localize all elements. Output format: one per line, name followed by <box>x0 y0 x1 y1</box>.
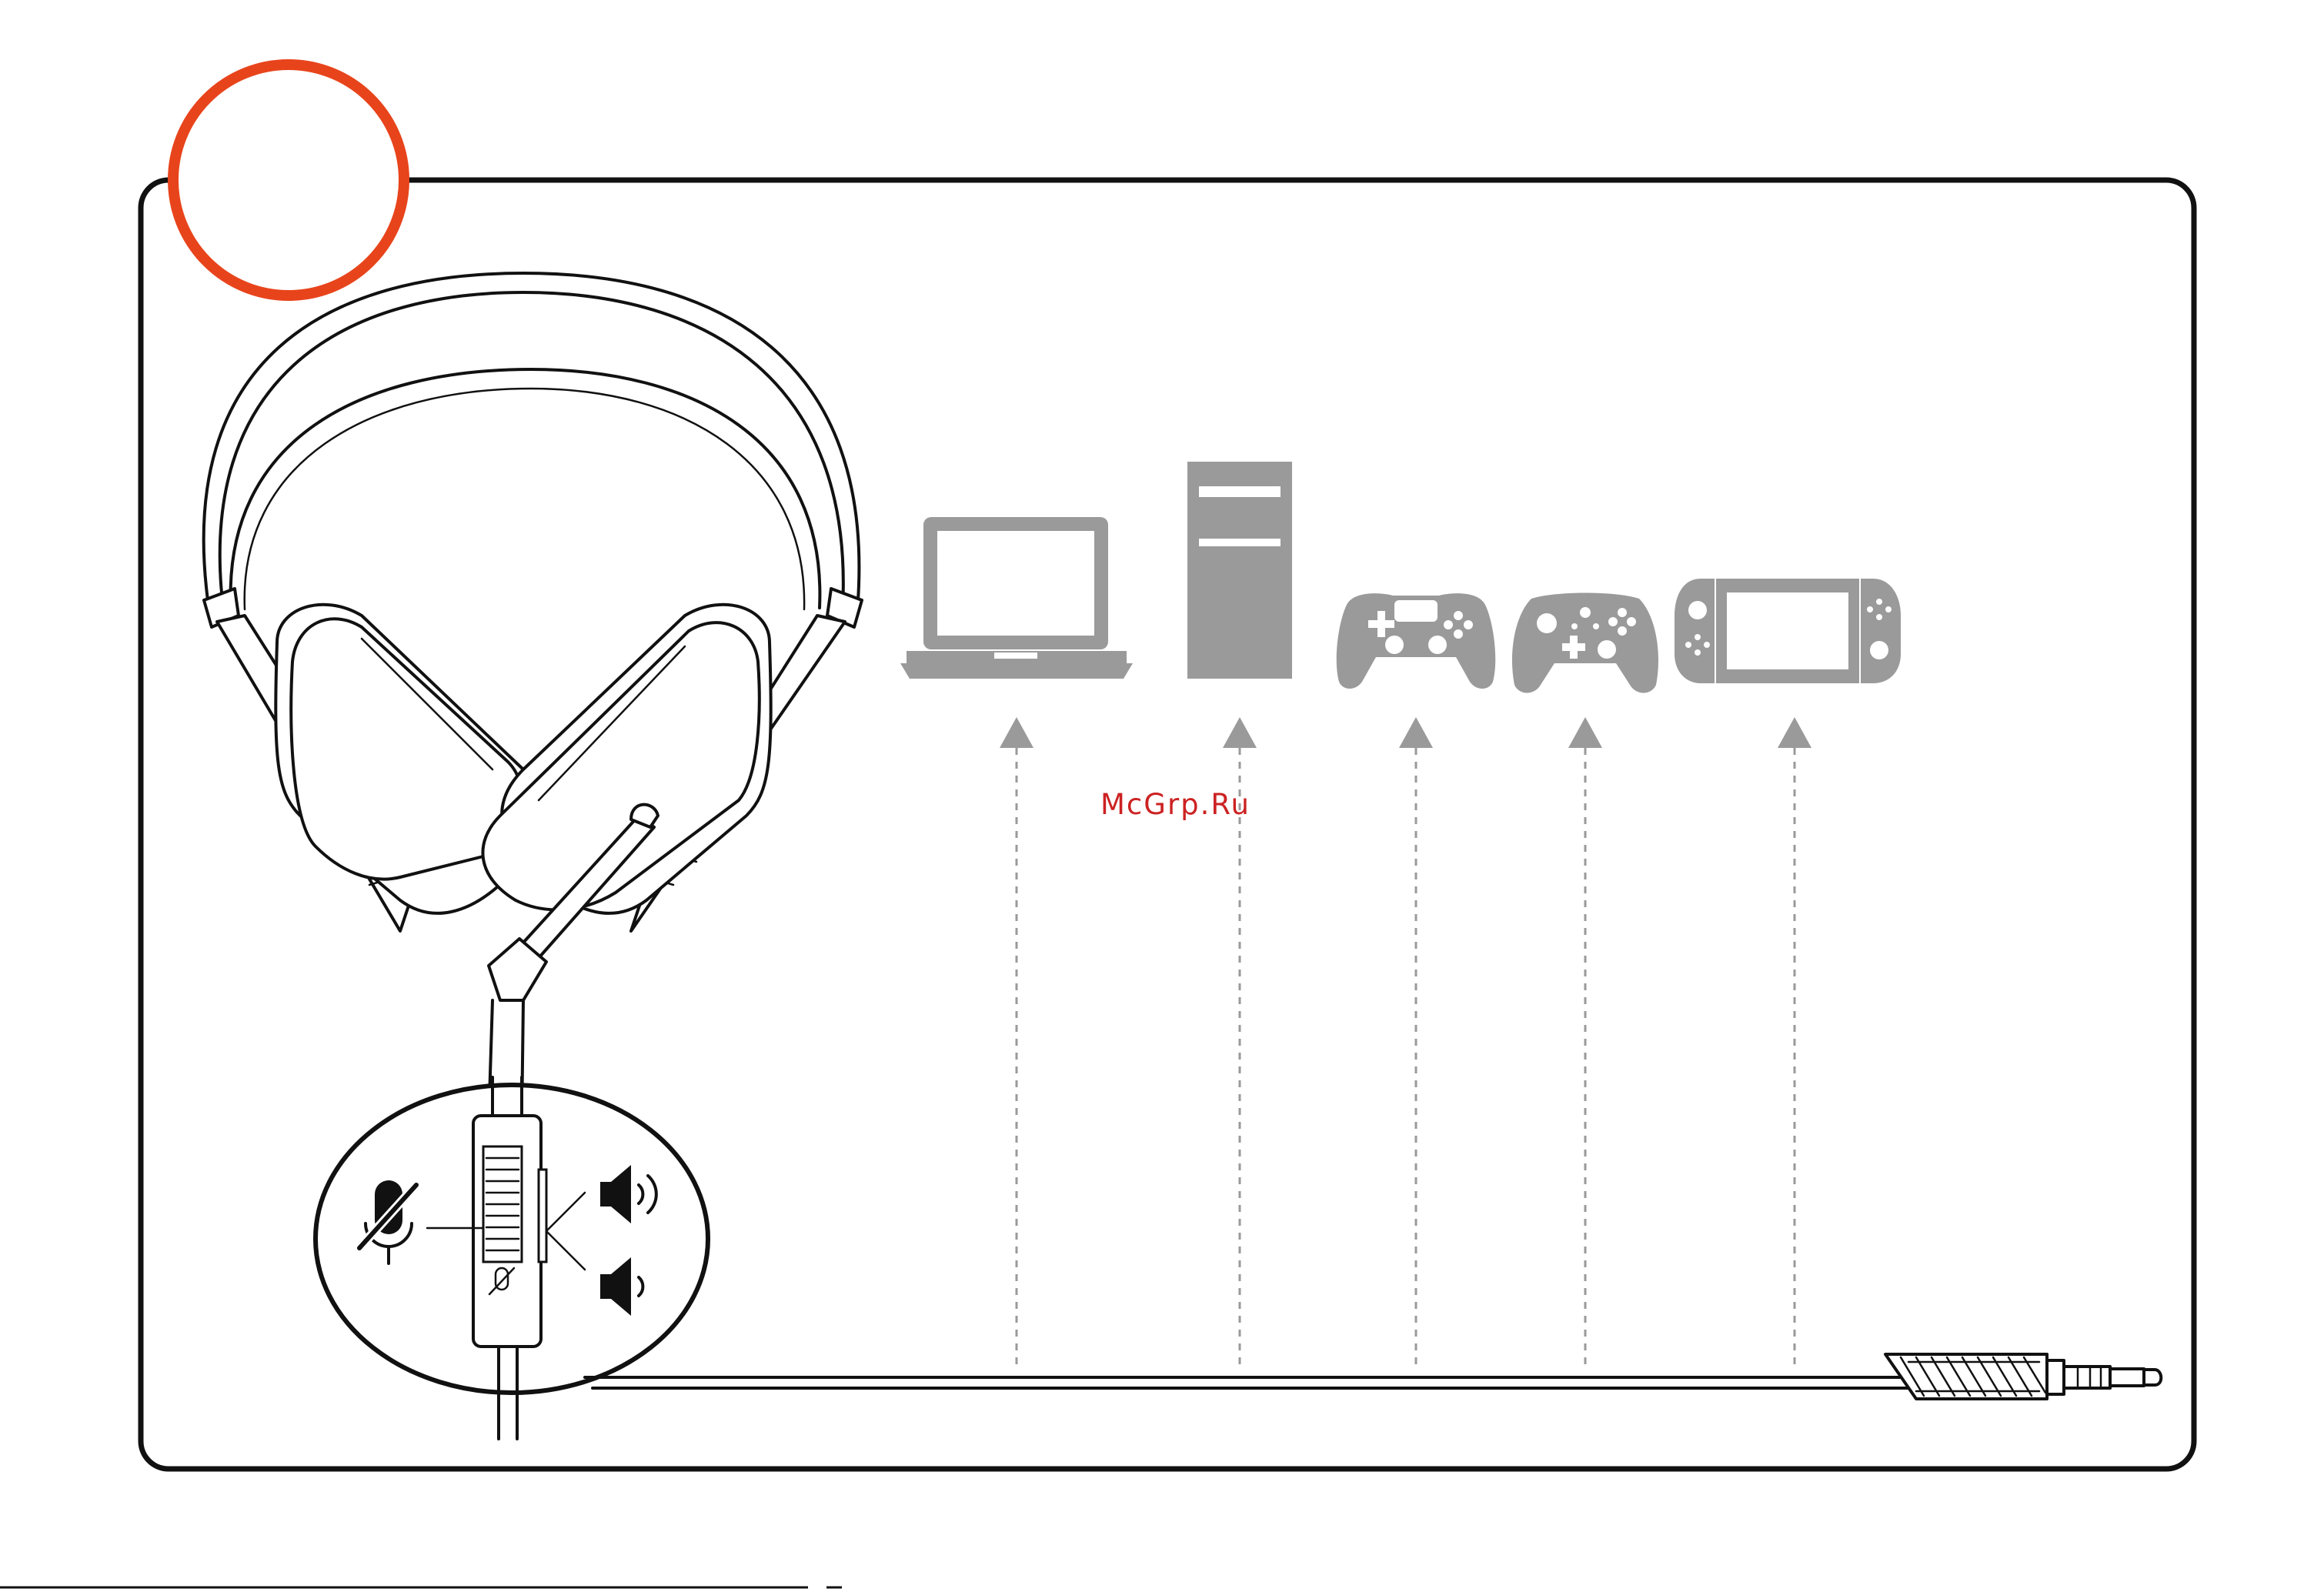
arrow-switch <box>1778 717 1811 1371</box>
arrow-xbox <box>1568 717 1602 1371</box>
xbox-controller-icon <box>1512 593 1658 693</box>
arrow-laptop <box>1000 717 1033 1371</box>
audio-jack-3-5mm-icon <box>1885 1354 2161 1399</box>
audio-cable <box>585 1377 1908 1388</box>
laptop-icon <box>900 517 1133 679</box>
inline-remote-callout <box>316 1077 708 1439</box>
nintendo-switch-icon <box>1675 579 1901 683</box>
step-marker-circle <box>173 65 404 295</box>
desktop-tower-icon <box>1187 462 1292 679</box>
playstation-controller-icon <box>1337 593 1496 689</box>
headset-illustration <box>204 273 862 1123</box>
watermark-text: McGrp.Ru <box>1100 788 1250 821</box>
arrow-playstation <box>1399 717 1433 1371</box>
